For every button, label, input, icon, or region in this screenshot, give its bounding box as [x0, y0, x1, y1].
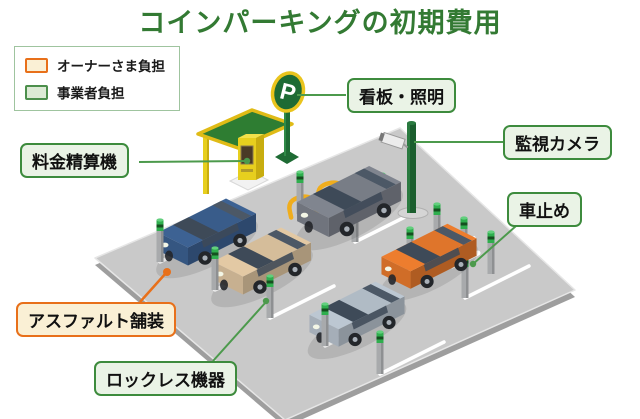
owner-swatch-icon: [25, 57, 48, 73]
connector-lockless: [212, 301, 267, 362]
legend-label: オーナーさま負担: [57, 59, 165, 74]
p-sign: P: [270, 71, 306, 164]
legend-item-owner: オーナーさま負担: [25, 55, 165, 75]
kiosk-canopy: [196, 108, 294, 194]
callout-surveillance-camera: 監視カメラ: [503, 125, 612, 160]
payment-kiosk: [228, 134, 270, 191]
callout-lockless-equipment: ロックレス機器: [94, 361, 237, 396]
page-title: コインパーキングの初期費用: [138, 8, 502, 38]
callout-signboard-lighting: 看板・照明: [347, 78, 456, 113]
callout-car-stopper: 車止め: [507, 192, 582, 227]
callout-asphalt-paving: アスファルト舗装: [16, 302, 176, 337]
callout-payment-machine: 料金精算機: [20, 143, 129, 178]
connector-stopper: [472, 225, 517, 265]
camera-pole: [378, 121, 429, 219]
connector-asphalt: [139, 272, 167, 303]
p-sign-letter: P: [277, 78, 298, 107]
connector-payment: [138, 160, 248, 163]
operator-swatch-icon: [25, 84, 48, 100]
legend-item-operator: 事業者負担: [25, 82, 165, 102]
legend-label: 事業者負担: [57, 86, 125, 101]
camera-icon: [378, 131, 409, 150]
legend: オーナーさま負担 事業者負担: [14, 46, 180, 111]
